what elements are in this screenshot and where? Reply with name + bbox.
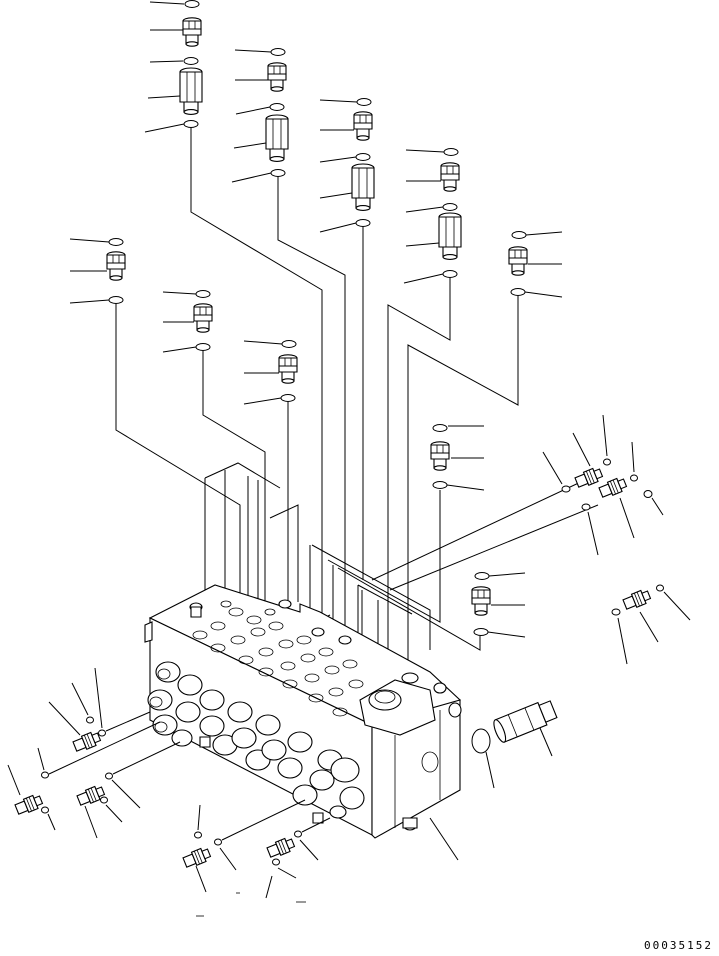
drawing-number: 00035152	[644, 939, 713, 952]
fitting-stack-5	[508, 232, 562, 298]
fitting-stack-7	[163, 291, 213, 353]
right-fittings	[543, 415, 690, 664]
fitting-stack-6	[70, 239, 126, 304]
fitting-stack-1	[145, 1, 203, 133]
spool-caps	[148, 662, 364, 823]
fitting-stack-10	[471, 573, 525, 638]
left-fittings	[8, 668, 458, 898]
relief-valve-cartridge	[472, 698, 558, 788]
valve-ports	[193, 601, 363, 716]
fitting-stack-4	[404, 149, 462, 284]
fitting-stack-9	[430, 425, 484, 491]
small-marks	[196, 893, 306, 916]
fitting-stack-3	[320, 99, 375, 233]
routing-lines	[116, 128, 598, 690]
fitting-stack-8	[244, 341, 298, 405]
fitting-stack-2	[232, 49, 289, 183]
